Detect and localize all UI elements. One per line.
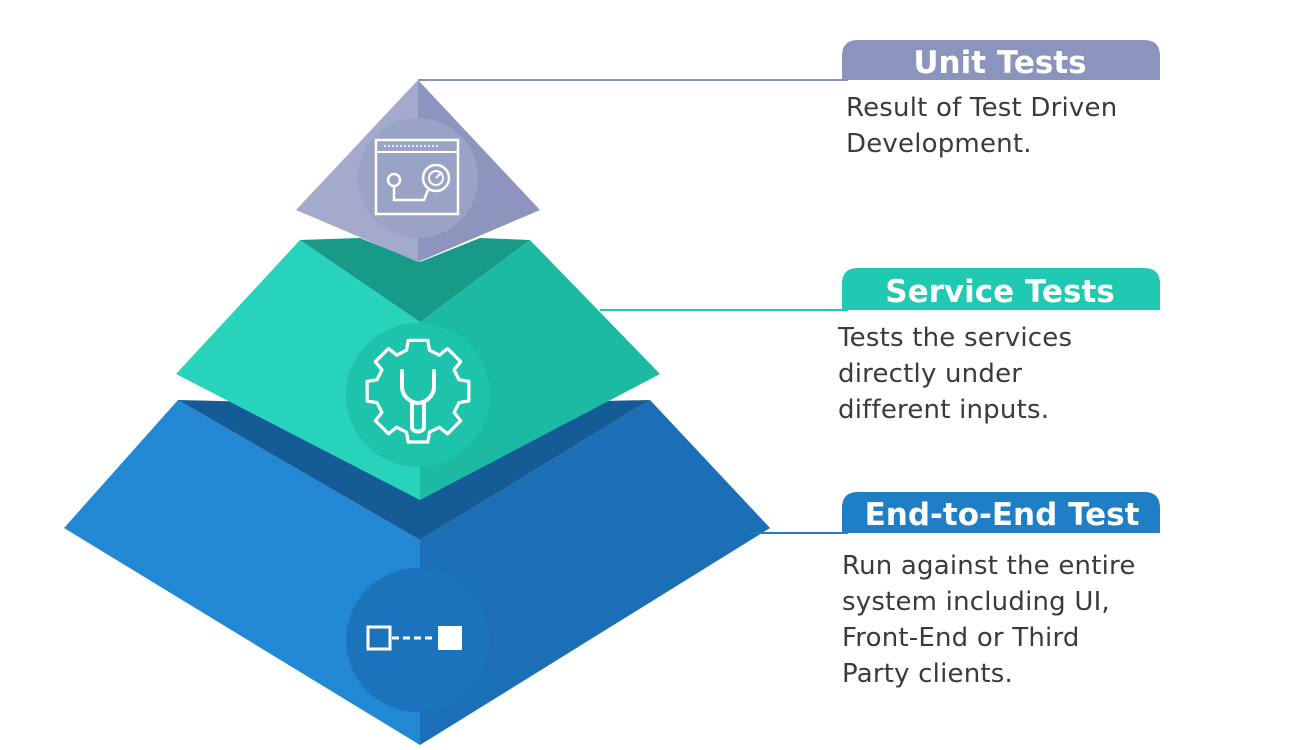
end-to-end-tier-right-face [420, 400, 770, 745]
end-to-end-tier-left-face [64, 400, 420, 745]
unit-tests-title: Unit Tests [913, 45, 1086, 81]
browser-tachometer-icon [374, 138, 460, 216]
service-tier-top-shadow [300, 238, 530, 322]
end-to-end-test-description-line: Run against the entire [842, 551, 1136, 581]
service-tier [176, 238, 660, 500]
end-to-end-test-label: End-to-End Test [842, 492, 1160, 533]
unit-tests-description-line: Result of Test Driven [846, 93, 1118, 123]
unit-tests-description-line: Development. [846, 129, 1032, 159]
end-to-end-icon-badge [346, 568, 490, 712]
service-icon-badge [346, 323, 490, 467]
connected-nodes-icon [366, 625, 462, 651]
end-to-end-test-tab [842, 492, 1160, 533]
end-to-end-test-title: End-to-End Test [865, 497, 1140, 533]
service-tests-title: Service Tests [885, 274, 1114, 310]
service-tier-right-face [420, 240, 660, 500]
unit-tier [296, 80, 540, 262]
end-to-end-test-description: Run against the entire system including … [842, 548, 1136, 692]
gear-wrench-icon [365, 338, 471, 444]
service-tests-description-line: different inputs. [838, 395, 1050, 425]
unit-tests-label: Unit Tests [842, 40, 1160, 81]
unit-tests-tab [842, 40, 1160, 80]
unit-icon-badge [358, 118, 478, 238]
service-tests-label: Service Tests [842, 268, 1160, 310]
unit-tests-description: Result of Test Driven Development. [846, 90, 1117, 162]
end-to-end-test-description-line: Front-End or Third [842, 623, 1080, 653]
service-tests-description: Tests the services directly under differ… [838, 320, 1072, 428]
service-tests-tab [842, 268, 1160, 310]
service-tests-description-line: directly under [838, 359, 1023, 389]
end-to-end-test-description-line: system including UI, [842, 587, 1110, 617]
end-to-end-test-description-line: Party clients. [842, 659, 1014, 689]
service-tests-description-line: Tests the services [838, 323, 1073, 353]
